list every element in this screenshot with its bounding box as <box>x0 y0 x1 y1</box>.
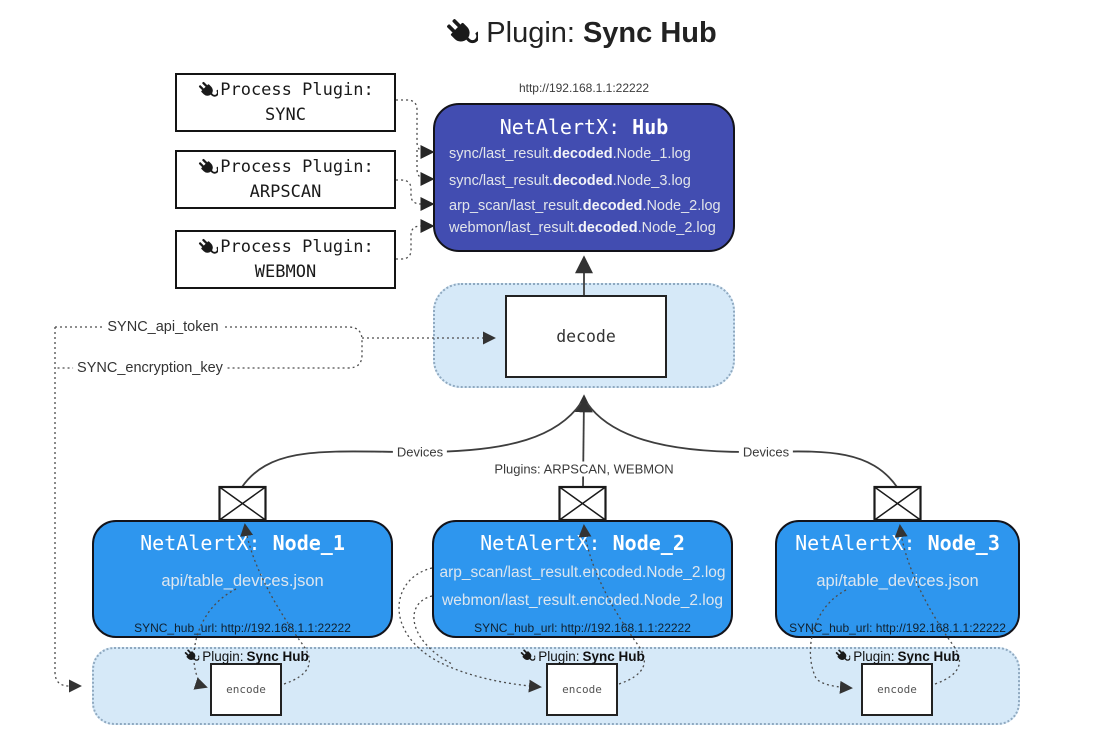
hub-title-prefix: NetAlertX: <box>499 115 621 139</box>
plug-icon <box>447 19 479 44</box>
node-hub-url: SYNC_hub_url: http://192.168.1.1:22222 <box>474 621 691 635</box>
envelope-icon-node1 <box>218 485 267 522</box>
process-plugin-name: SYNC <box>265 104 306 125</box>
node1-box: NetAlertX: Node_1 api/table_devices.json… <box>92 520 393 638</box>
hub-log-line: sync/last_result.decoded.Node_3.log <box>449 173 691 189</box>
plug-icon <box>199 81 219 97</box>
encode-label: encode <box>877 683 917 696</box>
node-title: NetAlertX: Node_2 <box>480 531 685 555</box>
hub-log-line: arp_scan/last_result.decoded.Node_2.log <box>449 198 721 214</box>
node-file: api/table_devices.json <box>816 572 979 590</box>
page-title: Plugin: Sync Hub <box>22 16 1117 50</box>
edge-label-devices-right: Devices <box>738 444 794 460</box>
encode-label: encode <box>226 683 266 696</box>
process-plugin-name: ARPSCAN <box>249 181 322 202</box>
hub-title: NetAlertX: Hub <box>435 115 733 139</box>
encoder-plugin-label: Plugin:Sync Hub <box>519 648 645 664</box>
hub-log-line: sync/last_result.decoded.Node_1.log <box>449 146 691 162</box>
process-plugin-label: Process Plugin: <box>220 236 374 257</box>
node3-box: NetAlertX: Node_3 api/table_devices.json… <box>775 520 1020 638</box>
page-title-prefix: Plugin: <box>486 16 575 49</box>
hub-title-name: Hub <box>632 115 669 139</box>
plug-icon <box>199 238 219 254</box>
node2-box: NetAlertX: Node_2 arp_scan/last_result.e… <box>432 520 733 638</box>
decode-label: decode <box>556 327 616 346</box>
node-title: NetAlertX: Node_3 <box>795 531 1000 555</box>
encode-label: encode <box>562 683 602 696</box>
plug-icon <box>835 649 851 661</box>
encode-box-2: encode <box>546 663 618 716</box>
edge-webmon-to-hub <box>396 218 435 260</box>
process-plugin-box-sync: Process Plugin: SYNC <box>175 73 396 132</box>
edge-sync-to-hub-2 <box>416 150 435 187</box>
edge-sync-to-hub-1 <box>396 99 435 160</box>
process-plugin-name: WEBMON <box>254 261 317 282</box>
node-title: NetAlertX: Node_1 <box>140 531 345 555</box>
edge-label-plugins-center: Plugins: ARPSCAN, WEBMON <box>490 461 678 477</box>
encoder-plugin-label: Plugin:Sync Hub <box>834 648 960 664</box>
plug-icon <box>199 158 219 174</box>
envelope-icon-node2 <box>558 485 607 522</box>
plug-icon <box>184 649 200 661</box>
secret-encryption-key-label: SYNC_encryption_key <box>73 360 227 376</box>
secret-api-token-label: SYNC_api_token <box>103 319 223 335</box>
process-plugin-box-arpscan: Process Plugin: ARPSCAN <box>175 150 396 209</box>
encode-box-3: encode <box>861 663 933 716</box>
node-file: api/table_devices.json <box>161 572 324 590</box>
edge-secrets-to-encoders <box>54 327 82 693</box>
page-title-name: Sync Hub <box>582 16 717 49</box>
node-file: arp_scan/last_result.encoded.Node_2.log <box>439 564 726 581</box>
node-hub-url: SYNC_hub_url: http://192.168.1.1:22222 <box>134 621 351 635</box>
encoder-plugin-label: Plugin:Sync Hub <box>183 648 309 664</box>
edge-label-devices-left: Devices <box>392 444 448 460</box>
node-file: webmon/last_result.encoded.Node_2.log <box>442 592 723 609</box>
envelope-icon-node3 <box>873 485 922 522</box>
edge-arpscan-to-hub <box>396 179 435 212</box>
hub-box: NetAlertX: Hub sync/last_result.decoded.… <box>433 103 735 252</box>
process-plugin-label: Process Plugin: <box>220 156 374 177</box>
node-hub-url: SYNC_hub_url: http://192.168.1.1:22222 <box>789 621 1006 635</box>
hub-url: http://192.168.1.1:22222 <box>518 81 650 95</box>
encode-box-1: encode <box>210 663 282 716</box>
process-plugin-box-webmon: Process Plugin: WEBMON <box>175 230 396 289</box>
decode-box: decode <box>505 295 667 378</box>
process-plugin-label: Process Plugin: <box>220 79 374 100</box>
plug-icon <box>520 649 536 661</box>
hub-log-line: webmon/last_result.decoded.Node_2.log <box>449 220 716 236</box>
